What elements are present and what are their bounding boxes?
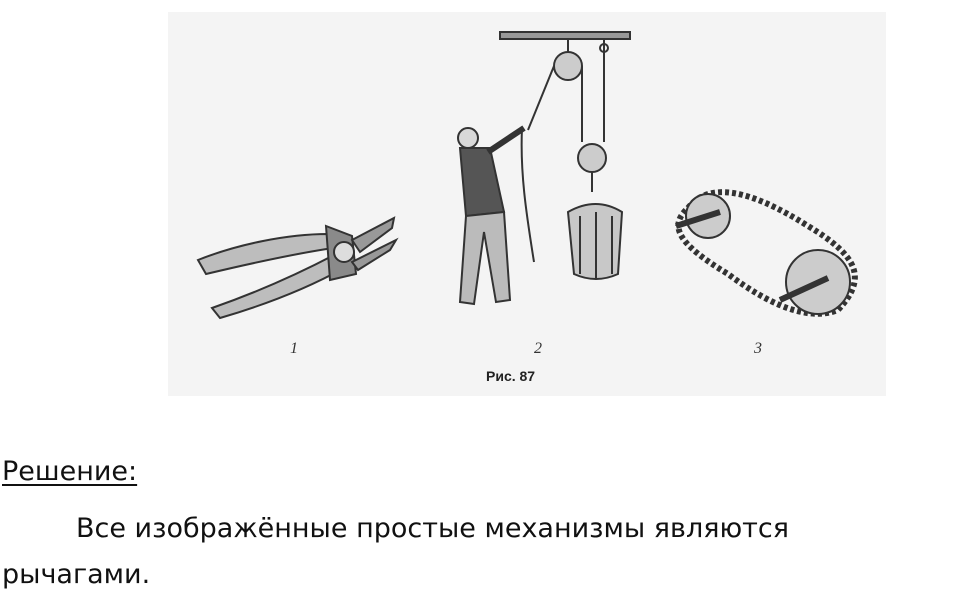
figure-label-3: 3 (754, 340, 762, 357)
pulley-system-icon (457, 31, 631, 306)
figure-label-1: 1 (290, 340, 298, 357)
figure-caption: Рис. 87 (486, 368, 536, 384)
figure-drawing (196, 31, 858, 320)
solution-heading: Решение: (2, 456, 138, 487)
figure-label-2: 2 (534, 340, 542, 357)
figure-illustration: 1 2 3 Рис. 87 (168, 12, 886, 396)
pliers-icon (196, 216, 399, 320)
solution-text: Все изображённые простые механизмы являю… (2, 513, 789, 590)
chain-drive-icon (675, 189, 858, 317)
